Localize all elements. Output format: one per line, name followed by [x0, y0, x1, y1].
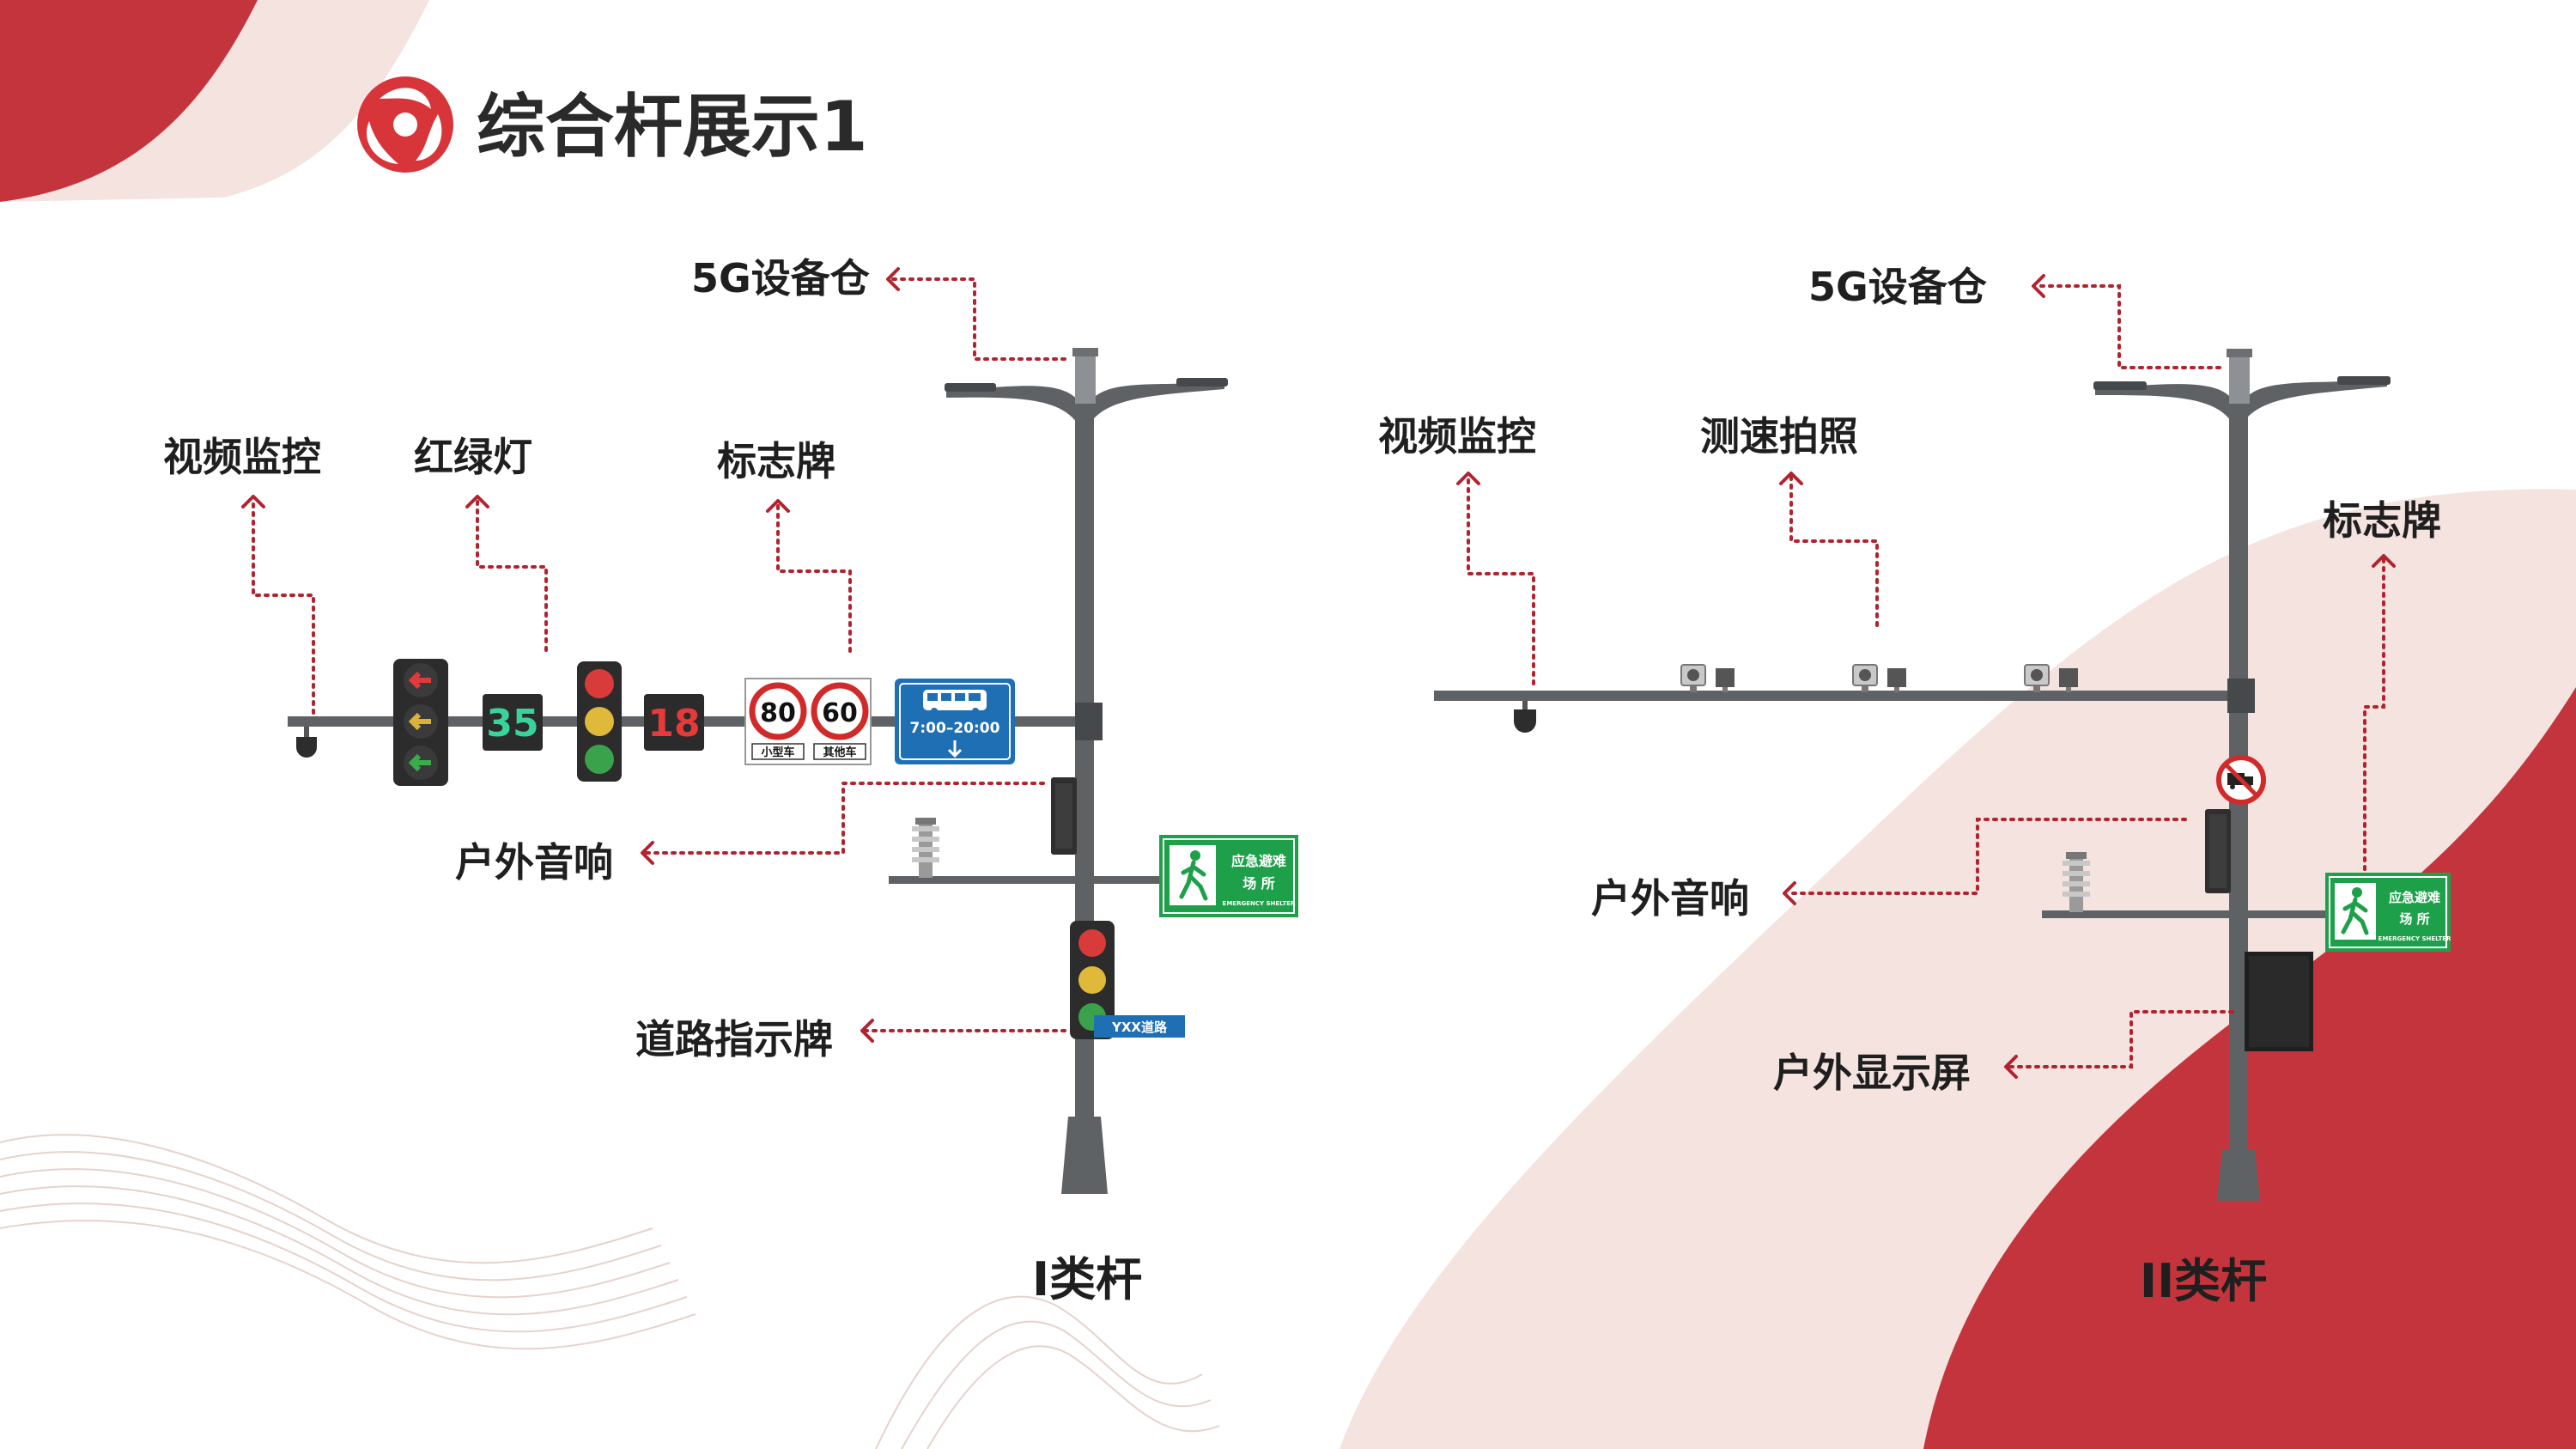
pole2-emergency-shelter-sign: 应急避难 场 所 EMERGENCY SHELTER — [2325, 873, 2451, 952]
pole2-dome-camera — [1514, 701, 1536, 733]
company-logo-icon — [357, 76, 453, 173]
pole1-dome-camera — [296, 727, 317, 758]
svg-text:视频监控: 视频监控 — [1378, 413, 1536, 460]
svg-text:80: 80 — [760, 698, 796, 728]
pole1-label-speaker: 户外音响 — [455, 783, 1043, 886]
pole1-label-camera: 视频监控 — [163, 434, 321, 713]
svg-text:7:00–20:00: 7:00–20:00 — [910, 720, 1000, 737]
pole2-5g-cabin — [2227, 349, 2252, 404]
pole1-lower-arm — [889, 876, 1206, 884]
svg-text:应急避难: 应急避难 — [2389, 890, 2440, 905]
pole1-caption: I类杆 — [1032, 1252, 1142, 1306]
pole2-no-truck-sign — [2219, 758, 2263, 802]
pole1-label-sign: 标志牌 — [717, 438, 850, 651]
svg-text:60: 60 — [822, 698, 858, 728]
svg-text:红绿灯: 红绿灯 — [414, 434, 532, 480]
header: 综合杆展示1 — [357, 76, 868, 173]
speed-camera-icon — [1681, 665, 1735, 692]
svg-text:应急避难: 应急避难 — [1231, 853, 1286, 869]
pole2-cross-arm — [1434, 691, 2233, 701]
pole1-weather-sensor — [912, 818, 939, 878]
svg-text:场 所: 场 所 — [1242, 875, 1275, 892]
pole1-label-road-sign: 道路指示牌 — [635, 1016, 1065, 1062]
pole1-arrow-traffic-light — [393, 659, 448, 786]
pole2-caption: II类杆 — [2140, 1254, 2267, 1308]
svg-text:户外显示屏: 户外显示屏 — [1773, 1050, 1971, 1096]
svg-text:18: 18 — [647, 702, 700, 746]
pole1-arm-bracket — [1075, 703, 1103, 740]
svg-text:5G设备仓: 5G设备仓 — [691, 255, 871, 301]
svg-text:户外音响: 户外音响 — [455, 839, 613, 886]
svg-text:5G设备仓: 5G设备仓 — [1808, 264, 1988, 310]
svg-text:EMERGENCY SHELTER: EMERGENCY SHELTER — [1223, 900, 1296, 907]
pole2-lower-arm — [2042, 910, 2368, 918]
pole1-emergency-shelter-sign: 应急避难 场 所 EMERGENCY SHELTER — [1159, 835, 1298, 917]
pole1-5g-cabin — [1072, 348, 1098, 404]
pole1-mast — [945, 378, 1228, 1194]
pole-type-1: 35 18 80 60 小型车 其他车 — [163, 255, 1298, 1306]
svg-text:标志牌: 标志牌 — [2323, 497, 2441, 544]
pole2-label-camera: 视频监控 — [1378, 413, 1536, 684]
pole1-countdown-red: 18 — [644, 694, 704, 751]
svg-text:EMERGENCY SHELTER: EMERGENCY SHELTER — [2379, 935, 2451, 942]
pole1-bus-lane-sign: 7:00–20:00 — [895, 679, 1015, 764]
svg-text:小型车: 小型车 — [761, 746, 794, 759]
svg-text:标志牌: 标志牌 — [717, 438, 835, 484]
pole1-countdown-green: 35 — [483, 694, 543, 751]
svg-text:35: 35 — [486, 702, 538, 746]
svg-text:测速拍照: 测速拍照 — [1700, 413, 1858, 460]
svg-text:道路指示牌: 道路指示牌 — [635, 1016, 833, 1062]
speed-camera-icon — [1853, 665, 1906, 692]
pole1-traffic-light — [577, 661, 622, 782]
svg-text:视频监控: 视频监控 — [163, 434, 321, 480]
page-title: 综合杆展示1 — [477, 87, 868, 167]
pole1-label-traffic-light: 红绿灯 — [414, 434, 546, 650]
pole2-outdoor-display-screen — [2245, 952, 2313, 1051]
pole1-road-name-sign: YXX道路 — [1094, 1015, 1185, 1038]
pole2-label-speed-camera: 测速拍照 — [1700, 413, 1877, 625]
pole1-speed-limit-sign: 80 60 小型车 其他车 — [745, 679, 871, 764]
svg-text:YXX道路: YXX道路 — [1111, 1020, 1168, 1035]
pole1-outdoor-speaker — [1051, 777, 1077, 855]
pole2-outdoor-speaker — [2205, 809, 2231, 893]
pole2-label-cabin: 5G设备仓 — [1808, 264, 2220, 368]
pole2-speed-cameras — [1681, 665, 2078, 692]
pole2-arm-bracket — [2227, 679, 2255, 713]
pole1-label-cabin: 5G设备仓 — [691, 255, 1065, 359]
svg-text:场 所: 场 所 — [2399, 911, 2429, 927]
svg-text:户外音响: 户外音响 — [1591, 875, 1749, 922]
svg-text:其他车: 其他车 — [823, 746, 856, 759]
